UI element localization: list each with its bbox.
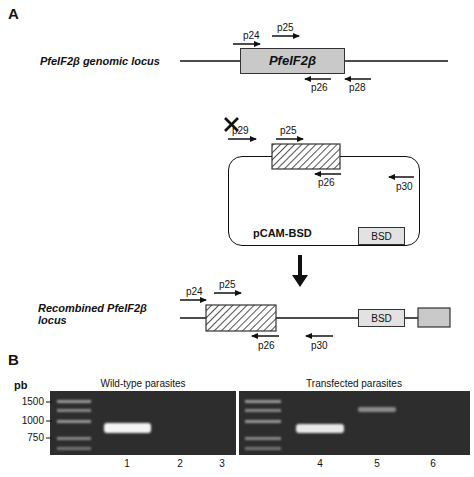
primer-arrow [315,173,341,175]
primer-arrow [252,335,279,337]
ladder-band [57,400,91,403]
axis-number: 4 [317,458,323,469]
tick-mark [46,402,52,403]
primer-label: p24 [243,30,260,41]
primer-label: p29 [232,125,249,136]
text-label: Wild-type parasites [100,378,185,389]
primer-label: p24 [186,286,203,297]
primer-label: p28 [349,82,366,93]
process-arrow [292,275,308,287]
primer-arrow [214,292,241,294]
primer-arrow [180,299,206,301]
primer-label: p25 [219,279,236,290]
hatched-fragment [272,144,340,169]
gene-box [418,308,450,327]
text-label: A [8,6,19,23]
gel-band [296,424,344,433]
ladder-band [245,400,281,403]
ladder-band [245,437,281,440]
axis-number: 2 [177,458,183,469]
axis-number: 5 [374,458,380,469]
axis-number: 3 [219,458,225,469]
primer-arrow [233,43,260,45]
primer-label: p25 [280,125,297,136]
axis-number: 6 [430,458,436,469]
ladder-band [245,420,281,423]
gel-band [358,407,396,412]
ladder-band [57,420,91,423]
marker-box: BSD [358,227,405,245]
marker-box: BSD [358,309,405,327]
primer-label: p26 [318,177,335,188]
primer-label: p30 [396,181,413,192]
primer-arrow [272,35,299,37]
primer-label: p26 [311,82,328,93]
primer-label: p25 [277,22,294,33]
axis-number: 1000 [22,415,44,426]
tick-mark [46,421,52,422]
axis-number: 750 [27,432,44,443]
primer-arrow [276,138,303,140]
axis-number: 1 [124,458,130,469]
gel-band [104,423,151,433]
node-label: pCAM-BSD [253,227,312,239]
text-label: Recombined PfeIF2β locus [38,302,166,326]
ladder-band [245,409,281,412]
hatched-fragment [206,305,276,331]
axis-number: 1500 [22,396,44,407]
primer-arrow [345,78,371,80]
gel-image [239,391,470,455]
primer-arrow [305,78,331,80]
text-label: Transfected parasites [306,378,402,389]
node-label: BSD [371,313,392,324]
text-label: pb [14,379,27,391]
process-arrow [298,255,302,276]
primer-arrow [389,176,414,178]
text-label: B [8,352,19,369]
text-label: PfeIF2β genomic locus [40,55,160,67]
tick-mark [46,438,52,439]
ladder-band [57,437,91,440]
node-label: BSD [371,231,392,242]
primer-label: p30 [311,340,328,351]
dna-line [180,317,450,319]
ladder-band [57,409,91,412]
primer-arrow [306,335,333,337]
ladder-band [245,447,281,450]
gel-image [50,391,236,455]
primer-label: p26 [258,340,275,351]
plasmid-outline: pCAM-BSD BSD [228,156,420,246]
primer-arrow [228,138,256,140]
ladder-band [57,447,91,450]
node-label: PfeIF2β [269,54,316,68]
gene-box: PfeIF2β [240,48,345,74]
